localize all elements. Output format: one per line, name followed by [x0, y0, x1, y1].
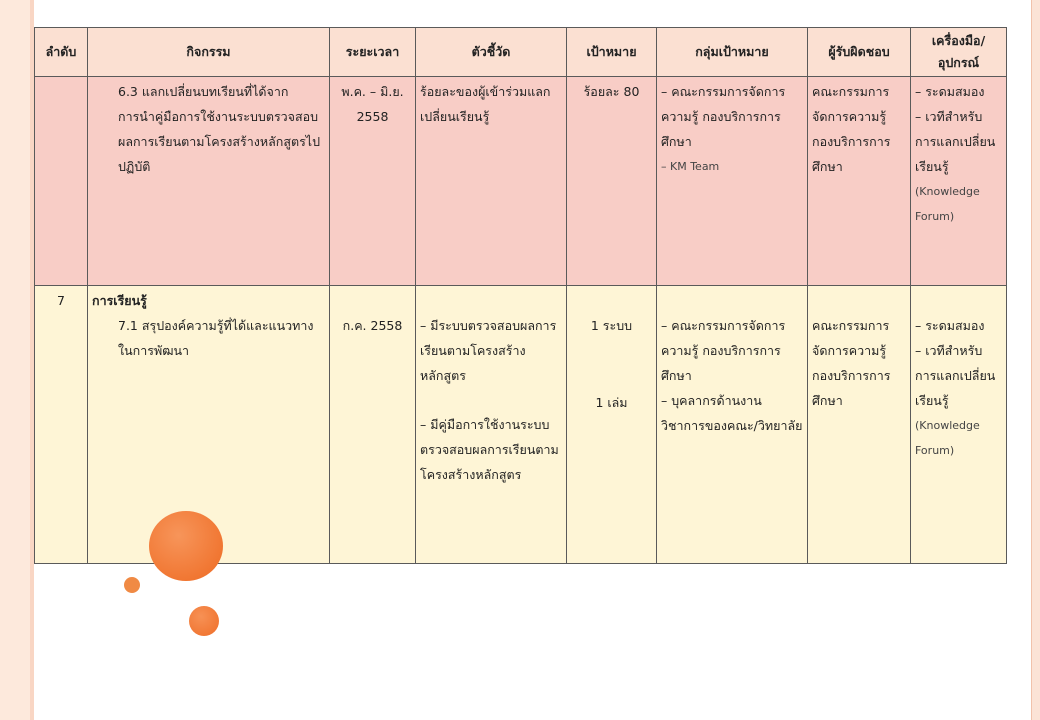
- row2-indicator-system: – มีระบบตรวจสอบผลการเรียนตามโครงสร้างหลั…: [420, 318, 557, 383]
- row2-activity: การเรียนรู้ 7.1 สรุปองค์ความรู้ที่ได้และ…: [87, 285, 330, 564]
- header-indicator: ตัวชี้วัด: [415, 27, 567, 77]
- row2-target-group: – คณะกรรมการจัดการความรู้ กองบริการการศึ…: [656, 285, 808, 564]
- right-border-band: [1032, 0, 1040, 720]
- row2-tool-brainstorm: – ระดมสมอง: [915, 318, 985, 333]
- row1-target-group: – คณะกรรมการจัดการความรู้ กองบริการการศึ…: [656, 76, 808, 286]
- header-responsible: ผู้รับผิดชอบ: [807, 27, 911, 77]
- right-border-line: [1031, 0, 1032, 720]
- row2-group-committee: – คณะกรรมการจัดการความรู้ กองบริการการศึ…: [661, 318, 786, 383]
- row2-period: ก.ค. 2558: [329, 285, 416, 564]
- row2-responsible-text: คณะกรรมการจัดการความรู้ กองบริการการศึกษ…: [812, 318, 891, 408]
- decorative-orange-circle-large: [149, 511, 223, 581]
- row2-order: 7: [34, 285, 88, 564]
- header-period: ระยะเวลา: [329, 27, 416, 77]
- row2-target-manual: 1 เล่ม: [595, 395, 628, 410]
- header-tools: เครื่องมือ/อุปกรณ์: [910, 27, 1007, 77]
- decorative-orange-circle-small: [124, 577, 140, 593]
- row2-period-text: ก.ค. 2558: [342, 318, 403, 333]
- row2-indicator: – มีระบบตรวจสอบผลการเรียนตามโครงสร้างหลั…: [415, 285, 567, 564]
- row1-responsible: คณะกรรมการจัดการความรู้ กองบริการการศึกษ…: [807, 76, 911, 286]
- row1-activity-text: 6.3 แลกเปลี่ยนบทเรียนที่ได้จากการนำคู่มื…: [118, 84, 321, 174]
- header-target-group: กลุ่มเป้าหมาย: [656, 27, 808, 77]
- row1-tools: – ระดมสมอง – เวทีสำหรับการแลกเปลี่ยนเรีย…: [910, 76, 1007, 286]
- row1-group-committee: – คณะกรรมการจัดการความรู้ กองบริการการศึ…: [661, 84, 786, 149]
- row2-activity-text: 7.1 สรุปองค์ความรู้ที่ได้และแนวทางในการพ…: [118, 318, 314, 358]
- row1-tool-forum-en: (Knowledge Forum): [915, 185, 980, 223]
- row2-indicator-manual: – มีคู่มือการใช้งานระบบตรวจสอบผลการเรียน…: [420, 417, 559, 482]
- row2-tools: – ระดมสมอง – เวทีสำหรับการแลกเปลี่ยนเรีย…: [910, 285, 1007, 564]
- row2-tool-forum: – เวทีสำหรับการแลกเปลี่ยนเรียนรู้: [915, 343, 996, 408]
- table-header-row: ลำดับ กิจกรรม ระยะเวลา ตัวชี้วัด เป้าหมา…: [34, 27, 1007, 77]
- row1-target: ร้อยละ 80: [566, 76, 657, 286]
- row1-order: [34, 76, 88, 286]
- row1-period: พ.ค. – มิ.ย. 2558: [329, 76, 416, 286]
- header-activity: กิจกรรม: [87, 27, 330, 77]
- row1-tool-brainstorm: – ระดมสมอง: [915, 84, 985, 99]
- row2-target-system: 1 ระบบ: [590, 318, 633, 333]
- row2-target: 1 ระบบ 1 เล่ม: [566, 285, 657, 564]
- activity-plan-table: ลำดับ กิจกรรม ระยะเวลา ตัวชี้วัด เป้าหมา…: [34, 27, 1007, 564]
- row1-group-kmteam: – KM Team: [661, 160, 720, 173]
- row1-tool-forum: – เวทีสำหรับการแลกเปลี่ยนเรียนรู้: [915, 109, 996, 174]
- left-border-line: [30, 0, 34, 720]
- row1-indicator: ร้อยละของผู้เข้าร่วมแลกเปลี่ยนเรียนรู้: [415, 76, 567, 286]
- row2-tool-forum-en: (Knowledge Forum): [915, 419, 980, 457]
- table-row: 6.3 แลกเปลี่ยนบทเรียนที่ได้จากการนำคู่มื…: [34, 76, 1007, 286]
- table-row: 7 การเรียนรู้ 7.1 สรุปองค์ความรู้ที่ได้แ…: [34, 285, 1007, 564]
- row2-group-staff: – บุคลากรด้านงานวิชาการของคณะ/วิทยาลัย: [661, 393, 803, 433]
- header-target: เป้าหมาย: [566, 27, 657, 77]
- row2-responsible: คณะกรรมการจัดการความรู้ กองบริการการศึกษ…: [807, 285, 911, 564]
- row1-activity: 6.3 แลกเปลี่ยนบทเรียนที่ได้จากการนำคู่มื…: [87, 76, 330, 286]
- left-border-band: [0, 0, 30, 720]
- header-order: ลำดับ: [34, 27, 88, 77]
- decorative-orange-circle-medium: [189, 606, 219, 636]
- row2-title: การเรียนรู้: [92, 293, 147, 308]
